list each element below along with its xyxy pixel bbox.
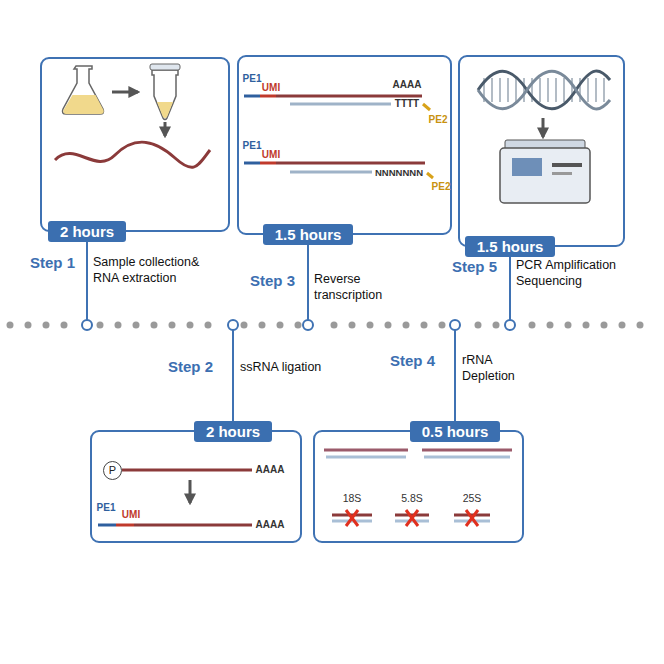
- timeline-dot: [115, 322, 122, 329]
- timeline-dot: [367, 322, 374, 329]
- duration-tab: 1.5 hours: [465, 236, 556, 257]
- helix-rung: [587, 78, 589, 102]
- step-number: Step 5: [452, 258, 497, 277]
- arrow: [164, 122, 167, 136]
- helix-rung: [555, 78, 557, 102]
- timeline-dot: [259, 322, 266, 329]
- arrow: [112, 91, 138, 94]
- removal-cross: [346, 510, 478, 526]
- timeline-dot: [529, 322, 536, 329]
- timeline-dot: [43, 322, 50, 329]
- sequence-label: AAAA: [256, 464, 285, 477]
- sequence-label: AAAA: [256, 519, 285, 532]
- step-number: Step 4: [390, 352, 435, 371]
- timeline-dot: [187, 322, 194, 329]
- step-description: rRNA Depletion: [462, 353, 524, 384]
- sequence-label: AAAA: [393, 79, 422, 92]
- duration-tab: 2 hours: [48, 221, 126, 242]
- timeline-dot: [619, 322, 626, 329]
- step-number: Step 1: [30, 254, 75, 273]
- sequence-label: NNNNNNN: [375, 167, 423, 179]
- sequence-label: PE2: [429, 114, 448, 127]
- tube-icon: [150, 64, 180, 120]
- dna-helix: [478, 71, 610, 109]
- sequence-label: PE1: [243, 73, 262, 86]
- step-box: 1.5 hours: [458, 55, 625, 247]
- sequence-label: PE1: [243, 140, 262, 153]
- timeline-dot: [151, 322, 158, 329]
- timeline-dot: [637, 322, 644, 329]
- helix-rung: [595, 78, 597, 102]
- sequence-label: TTTT: [395, 98, 419, 111]
- helix-rung: [515, 78, 517, 102]
- sequence-label: UMI: [262, 149, 280, 162]
- timeline-dot: [439, 322, 446, 329]
- phosphate-circle: P: [103, 461, 122, 480]
- timeline-dot: [403, 322, 410, 329]
- rt-strand-random: [244, 163, 433, 178]
- timeline-dot: [241, 322, 248, 329]
- arrow: [189, 480, 192, 503]
- timeline-dot: [25, 322, 32, 329]
- duration-tab: 1.5 hours: [263, 224, 354, 245]
- timeline-dot: [565, 322, 572, 329]
- timeline-dot: [277, 322, 284, 329]
- timeline-dot: [331, 322, 338, 329]
- rrna-label: 5.8S: [401, 492, 423, 505]
- timeline-markers: [82, 320, 515, 330]
- sequencer-icon: [500, 140, 590, 203]
- sequence-label: PE1: [97, 502, 116, 515]
- step-box: 2 hours: [40, 57, 230, 232]
- rna-strand: [55, 142, 210, 167]
- timeline-dot: [61, 322, 68, 329]
- step-number: Step 2: [168, 358, 213, 377]
- helix-rung: [499, 78, 501, 102]
- step-number: Step 3: [250, 272, 295, 291]
- timeline-dot: [547, 322, 554, 329]
- timeline-dot: [475, 322, 482, 329]
- helix-rung: [507, 78, 509, 102]
- helix-rung: [523, 78, 525, 102]
- timeline-dot: [205, 322, 212, 329]
- timeline-dot: [97, 322, 104, 329]
- mrna-pairs: [324, 450, 512, 457]
- rrna-label: 18S: [343, 492, 362, 505]
- helix-rung: [603, 78, 605, 102]
- timeline-dot: [385, 322, 392, 329]
- timeline-dot: [295, 322, 302, 329]
- timeline-dot: [133, 322, 140, 329]
- step-leader-lines: [87, 230, 510, 430]
- timeline-dot: [493, 322, 500, 329]
- timeline-dot: [349, 322, 356, 329]
- rt-strand-oligodt: [244, 96, 430, 110]
- timeline-dot: [601, 322, 608, 329]
- sequence-label: PE2: [432, 181, 451, 194]
- timeline-dot: [7, 322, 14, 329]
- arrow: [542, 118, 545, 137]
- step-description: Reverse transcription: [314, 272, 396, 303]
- timeline-dot: [421, 322, 428, 329]
- phosphate-label: P: [109, 465, 116, 476]
- ligation-strands: [98, 470, 252, 525]
- helix-rung: [547, 78, 549, 102]
- step-description: Sample collection& RNA extraction: [93, 255, 218, 286]
- duration-tab: 2 hours: [194, 421, 272, 442]
- step-description: ssRNA ligation: [240, 360, 321, 376]
- duration-tab: 0.5 hours: [410, 421, 501, 442]
- helix-rung: [539, 78, 541, 102]
- helix-rung: [491, 78, 493, 102]
- timeline-dots: [7, 322, 644, 329]
- timeline-dot: [583, 322, 590, 329]
- helix-rung: [563, 78, 565, 102]
- step-description: PCR Amplification Sequencing: [516, 258, 628, 289]
- sequence-label: UMI: [122, 509, 140, 522]
- sequence-label: UMI: [262, 82, 280, 95]
- flask-icon: [62, 66, 103, 114]
- step-box: 0.5 hours: [313, 430, 524, 543]
- rrna-label: 25S: [463, 492, 482, 505]
- timeline-dot: [169, 322, 176, 329]
